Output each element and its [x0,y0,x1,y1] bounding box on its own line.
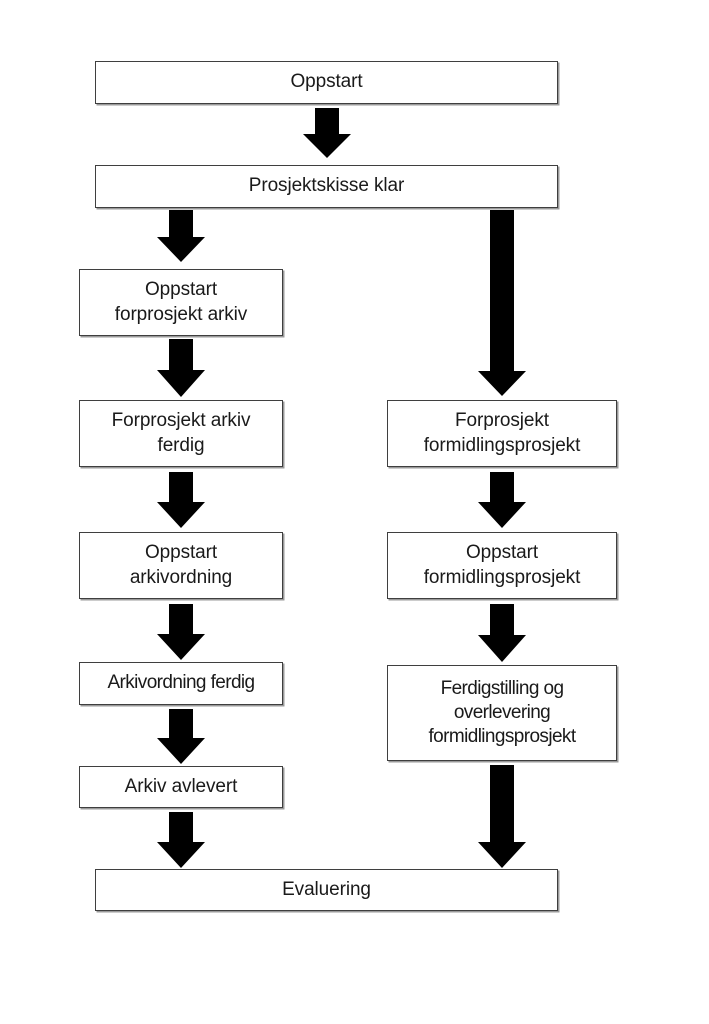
arrow-arkivordning-ferdig-to-arkiv-avlevert [157,709,205,764]
node-prosjektskisse-klar[interactable]: Prosjektskisse klar [95,165,558,208]
arrow-oppstart-formidling-to-ferdigstilling [478,604,526,662]
node-forprosjekt-arkiv-ferdig-label: Forprosjekt arkiv ferdig [111,410,251,456]
node-forprosjekt-formidlingsprosjekt-label: Forprosjekt formidlingsprosjekt [423,410,581,456]
node-oppstart-formidlingsprosjekt-label: Oppstart formidlingsprosjekt [423,542,581,588]
node-forprosjekt-arkiv-ferdig[interactable]: Forprosjekt arkiv ferdig [79,400,283,467]
node-forprosjekt-formidlingsprosjekt[interactable]: Forprosjekt formidlingsprosjekt [387,400,617,467]
arrow-prosjektskisse-to-forprosjekt-formidling [478,210,526,396]
arrow-prosjektskisse-to-oppstart-forprosjekt-arkiv [157,210,205,262]
node-arkivordning-ferdig-label: Arkivordning ferdig [107,672,255,694]
node-evaluering-label: Evaluering [282,878,371,900]
arrow-arkiv-avlevert-to-evaluering [157,812,205,868]
node-ferdigstilling-overlevering-label: Ferdigstilling og overlevering formidlin… [428,677,577,748]
node-oppstart-arkivordning-label: Oppstart arkivordning [129,542,233,588]
node-oppstart[interactable]: Oppstart [95,61,558,104]
arrow-forprosjekt-ferdig-to-oppstart-arkivordning [157,472,205,528]
node-oppstart-arkivordning[interactable]: Oppstart arkivordning [79,532,283,599]
arrow-oppstart-arkivordning-to-arkivordning-ferdig [157,604,205,660]
node-arkiv-avlevert-label: Arkiv avlevert [124,775,238,797]
arrow-oppstart-to-prosjektskisse [303,108,351,158]
node-oppstart-forprosjekt-arkiv-label: Oppstart forprosjekt arkiv [114,279,248,325]
node-oppstart-forprosjekt-arkiv[interactable]: Oppstart forprosjekt arkiv [79,269,283,336]
node-oppstart-formidlingsprosjekt[interactable]: Oppstart formidlingsprosjekt [387,532,617,599]
arrow-ferdigstilling-to-evaluering [478,765,526,868]
arrow-oppstart-forprosjekt-to-forprosjekt-ferdig [157,339,205,397]
node-prosjektskisse-klar-label: Prosjektskisse klar [248,175,405,197]
node-evaluering[interactable]: Evaluering [95,869,558,911]
arrow-forprosjekt-formidling-to-oppstart-formidling [478,472,526,528]
node-oppstart-label: Oppstart [290,71,363,93]
node-ferdigstilling-overlevering[interactable]: Ferdigstilling og overlevering formidlin… [387,665,617,761]
node-arkivordning-ferdig[interactable]: Arkivordning ferdig [79,662,283,705]
node-arkiv-avlevert[interactable]: Arkiv avlevert [79,766,283,808]
